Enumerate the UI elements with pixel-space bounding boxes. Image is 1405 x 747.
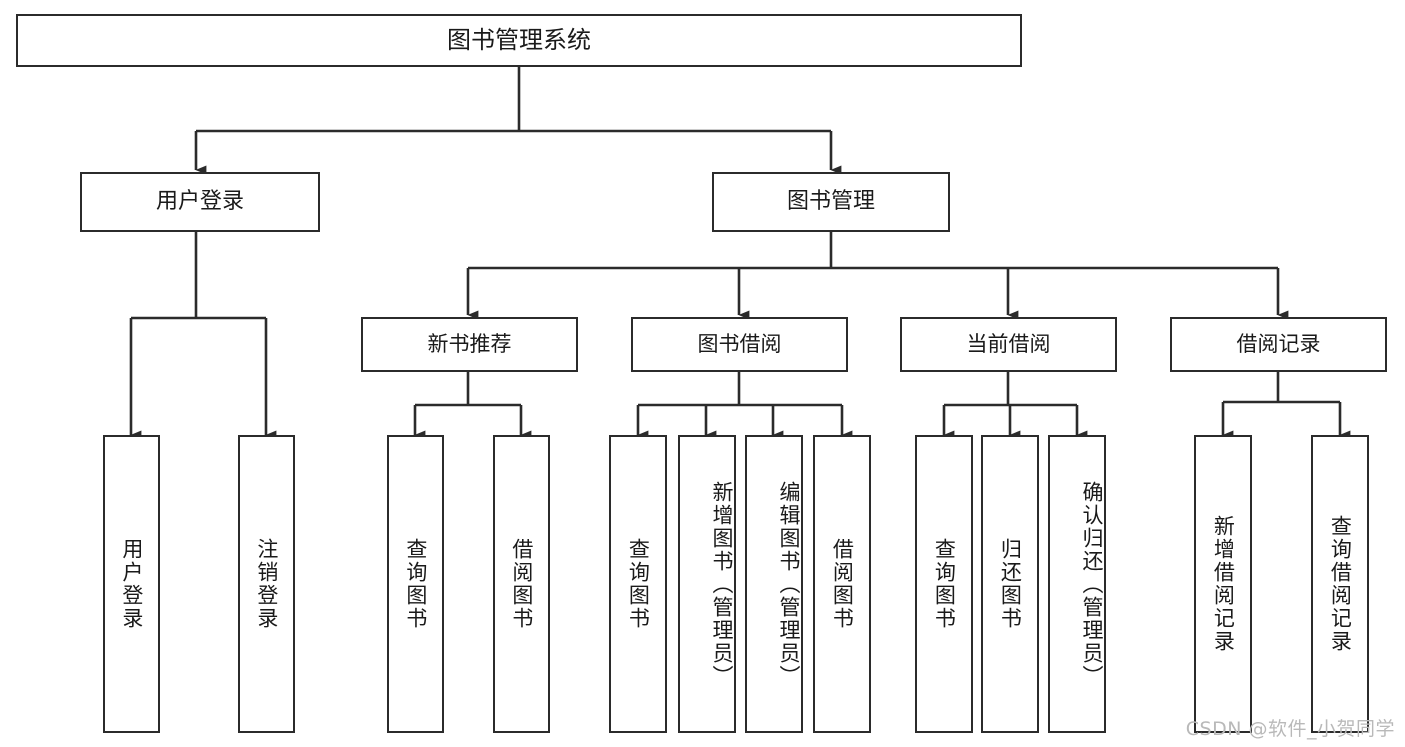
node-book-management[interactable]: 图书管理 (712, 172, 950, 232)
leaf-label: 查询借阅记录 (1328, 515, 1353, 653)
leaf-label: 归还图书 (998, 538, 1023, 630)
leaf-label: 确认归还（管理员） (1080, 480, 1104, 688)
leaf-user-login-logout[interactable]: 注销登录 (238, 435, 295, 733)
leaf-label: 借阅图书 (830, 538, 855, 630)
leaf-label: 编辑图书（管理员） (777, 480, 801, 688)
leaf-current-borrow-query[interactable]: 查询图书 (915, 435, 973, 733)
node-root[interactable]: 图书管理系统 (16, 14, 1022, 67)
watermark: CSDN @软件_小贺同学 (1185, 718, 1395, 740)
leaf-book-borrow-borrow[interactable]: 借阅图书 (813, 435, 871, 733)
leaf-label: 查询图书 (626, 538, 651, 630)
node-user-login[interactable]: 用户登录 (80, 172, 320, 232)
leaf-borrow-record-add[interactable]: 新增借阅记录 (1194, 435, 1252, 733)
node-borrow-record[interactable]: 借阅记录 (1170, 317, 1387, 372)
leaf-label: 借阅图书 (509, 538, 534, 630)
leaf-label: 注销登录 (254, 538, 279, 630)
node-new-book-recommend-label: 新书推荐 (427, 332, 512, 357)
leaf-label: 用户登录 (119, 538, 144, 630)
leaf-book-borrow-query[interactable]: 查询图书 (609, 435, 667, 733)
node-root-label: 图书管理系统 (447, 26, 591, 55)
node-current-borrow[interactable]: 当前借阅 (900, 317, 1117, 372)
leaf-label: 新增借阅记录 (1211, 515, 1236, 653)
leaf-book-borrow-add[interactable]: 新增图书（管理员） (678, 435, 736, 733)
leaf-new-book-query[interactable]: 查询图书 (387, 435, 444, 733)
leaf-current-borrow-confirm-return[interactable]: 确认归还（管理员） (1048, 435, 1106, 733)
leaf-current-borrow-return[interactable]: 归还图书 (981, 435, 1039, 733)
node-book-management-label: 图书管理 (786, 189, 875, 215)
node-user-login-label: 用户登录 (155, 189, 244, 215)
node-book-borrow-label: 图书借阅 (697, 332, 782, 357)
leaf-borrow-record-query[interactable]: 查询借阅记录 (1311, 435, 1369, 733)
leaf-book-borrow-edit[interactable]: 编辑图书（管理员） (745, 435, 803, 733)
node-current-borrow-label: 当前借阅 (966, 332, 1051, 357)
node-book-borrow[interactable]: 图书借阅 (631, 317, 848, 372)
leaf-label: 新增图书（管理员） (710, 480, 734, 688)
leaf-user-login-login[interactable]: 用户登录 (103, 435, 160, 733)
node-borrow-record-label: 借阅记录 (1236, 332, 1321, 357)
leaf-label: 查询图书 (403, 538, 428, 630)
node-new-book-recommend[interactable]: 新书推荐 (361, 317, 578, 372)
leaf-label: 查询图书 (932, 538, 957, 630)
leaf-new-book-borrow[interactable]: 借阅图书 (493, 435, 550, 733)
